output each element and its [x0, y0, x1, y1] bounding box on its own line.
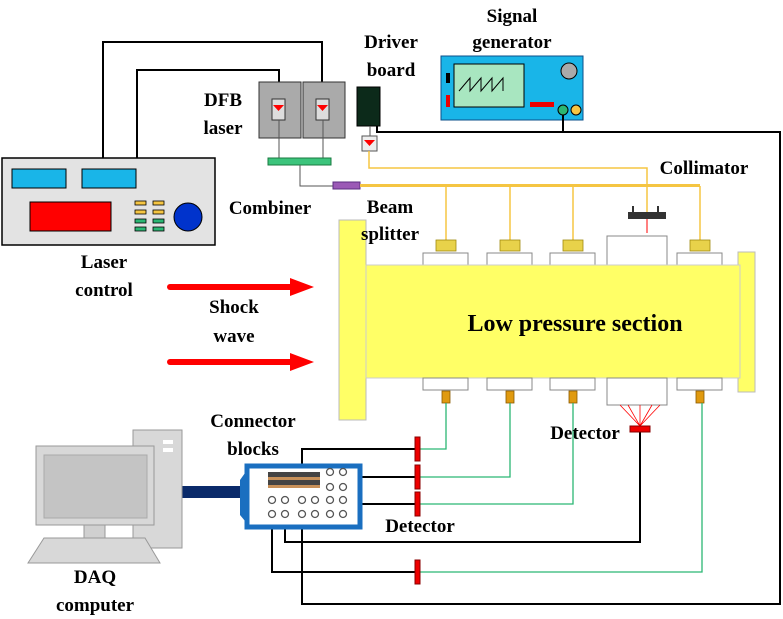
signal-generator [440, 55, 584, 121]
shock-tube [338, 219, 756, 427]
splitter-fibers [445, 186, 701, 240]
shock-wave-label-1: Shock [209, 297, 259, 318]
sawtooth-waveform-icon [458, 76, 504, 93]
combiner [267, 157, 332, 166]
connector-block [178, 463, 363, 530]
beam-splitter-label-1: Beam [367, 197, 414, 218]
knob-icon [173, 202, 203, 232]
detector-label-right: Detector [550, 423, 620, 444]
beam-splitter-label-2: splitter [361, 224, 420, 245]
dfb-laser-modules [258, 81, 346, 158]
connector-blocks-label-1: Connector [210, 411, 296, 432]
connector-blocks-label-2: blocks [227, 439, 279, 460]
ports-bottom [422, 377, 723, 406]
collimator [628, 206, 666, 233]
laser-control-label-2: control [75, 280, 133, 301]
detectors [414, 425, 651, 585]
collimator-fiber [368, 151, 648, 212]
daq-computer-label-1: DAQ [74, 567, 116, 588]
sensor-caps-top [435, 239, 711, 252]
daq-computer [27, 429, 183, 564]
laser-control-label-1: Laser [81, 252, 128, 273]
dfb-laser-label-1: DFB [204, 90, 242, 111]
combiner-label: Combiner [229, 198, 312, 219]
ports-top [422, 235, 723, 266]
keyboard-icon [27, 537, 161, 564]
driver-board [356, 86, 381, 152]
detector-label-left: Detector [385, 516, 455, 537]
laser-control-wire-2 [136, 69, 280, 158]
driver-board-label-2: board [367, 60, 416, 81]
low-pressure-section-label: Low pressure section [467, 311, 682, 337]
signal-generator-label-2: generator [472, 32, 552, 53]
beam-splitter [332, 181, 361, 190]
shock-wave-arrows [167, 278, 314, 371]
trigger-wire [301, 126, 781, 605]
laser-control-unit [1, 157, 216, 246]
driver-board-label-1: Driver [364, 32, 418, 53]
collimator-label: Collimator [660, 158, 749, 179]
laser-control-wire-1 [102, 41, 323, 158]
combiner-fiber [299, 165, 333, 187]
sensor-signal-lines [420, 403, 703, 573]
shock-wave-label-2: wave [213, 326, 254, 347]
signal-generator-label-1: Signal [487, 6, 538, 27]
daq-computer-label-2: computer [56, 595, 135, 616]
dfb-laser-label-2: laser [203, 118, 243, 139]
